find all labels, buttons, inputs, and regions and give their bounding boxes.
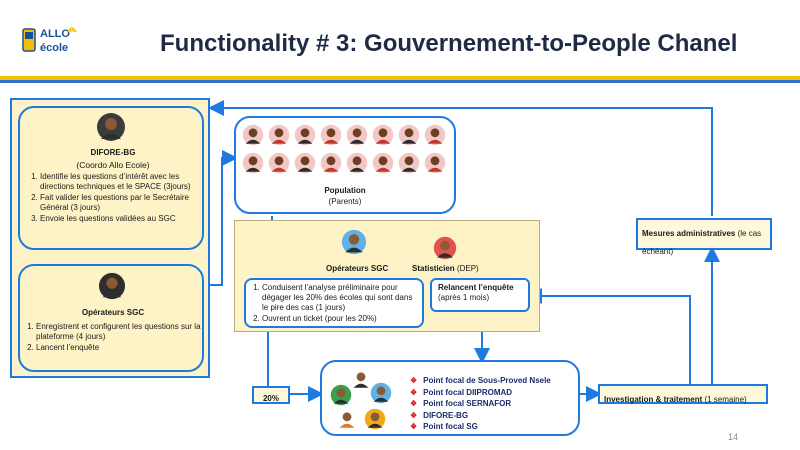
- relance-sub: (après 1 mois): [438, 293, 490, 302]
- statisticien-name: Statisticien: [412, 264, 455, 273]
- person-avatar-icon: [97, 113, 125, 141]
- difore-step: Identifie les questions d’intérêt avec l…: [40, 172, 196, 192]
- analysis-box: Conduisent l’analyse préliminaire pour d…: [244, 278, 424, 328]
- difore-step: Fait valider les questions par le Secrét…: [40, 193, 196, 213]
- relance-title: Relancent l’enquête: [438, 283, 514, 292]
- population-person-icon: [346, 152, 368, 174]
- sgc-operateurs-label: Opérateurs SGC: [326, 264, 389, 273]
- analysis-steps: Conduisent l’analyse préliminaire pour d…: [250, 283, 418, 324]
- population-avatars: [242, 124, 454, 178]
- population-person-icon: [320, 124, 342, 146]
- population-name: Population: [324, 186, 366, 195]
- operateurs-left-name: Opérateurs SGC: [81, 308, 145, 317]
- operateurs-left-step: Enregistrent et configurent les question…: [36, 322, 202, 342]
- population-person-icon: [346, 124, 368, 146]
- investigation-to-relance-arrow: [526, 288, 691, 384]
- focal-point-item: ❖Point focal SERNAFOR: [410, 399, 512, 408]
- difore-name: DIFORE-BG: [90, 148, 136, 157]
- investigation-sub: (1 semaine): [702, 395, 747, 404]
- operateurs-left-box: Opérateurs SGC Enregistrent et configure…: [18, 264, 204, 372]
- population-person-icon: [268, 124, 290, 146]
- relance-box: Relancent l’enquête (après 1 mois): [430, 278, 530, 312]
- population-sub: (Parents): [328, 197, 362, 206]
- population-person-icon: [268, 152, 290, 174]
- population-person-icon: [424, 152, 446, 174]
- population-person-icon: [294, 124, 316, 146]
- logo-line1: ALLO: [40, 28, 70, 40]
- population-person-icon: [424, 124, 446, 146]
- signal-icon: [67, 27, 77, 33]
- population-person-icon: [320, 152, 342, 174]
- population-person-icon: [242, 124, 264, 146]
- population-person-icon: [398, 152, 420, 174]
- mesures-title: Mesures administratives: [642, 229, 736, 238]
- phone-icon: [22, 28, 36, 52]
- mesures-sub: (le cas échéant): [642, 229, 762, 256]
- analysis-step: Ouvrent un ticket (pour les 20%): [262, 314, 418, 324]
- feedback-arrow: [208, 100, 713, 216]
- focal-avatar-icon: [330, 384, 352, 406]
- operateur-avatar-icon: [341, 229, 367, 255]
- focal-avatar-icon: [364, 408, 386, 430]
- percent-label: 20%: [262, 394, 279, 403]
- population-person-icon: [398, 124, 420, 146]
- focal-point-item: ❖DIFORE-BG: [410, 410, 469, 420]
- investigation-box: Investigation & traitement (1 semaine): [598, 384, 768, 404]
- operateurs-left-steps: Enregistrent et configurent les question…: [22, 322, 202, 354]
- header-band-yellow: [0, 76, 800, 80]
- focal-point-item: ❖Point focal DIIPROMAD: [410, 387, 513, 397]
- difore-steps: Identifie les questions d’intérêt avec l…: [26, 172, 196, 225]
- header-band-blue: [0, 80, 800, 83]
- difore-role: (Coordo Allo Ecole): [76, 160, 150, 170]
- focal-points-list: ❖Point focal de Sous-Proved Nsele ❖Point…: [410, 376, 580, 434]
- focal-point-item: ❖Point focal de Sous-Proved Nsele: [410, 376, 551, 385]
- population-person-icon: [294, 152, 316, 174]
- mesures-box: Mesures administratives (le cas échéant): [636, 218, 772, 256]
- analysis-step: Conduisent l’analyse préliminaire pour d…: [262, 283, 418, 313]
- statisticien-label: Statisticien (DEP): [412, 264, 479, 274]
- operateurs-left-step: Lancent l’enquête: [36, 343, 202, 353]
- focal-avatar-icon: [336, 408, 358, 430]
- person-avatar-icon: [98, 272, 126, 300]
- focal-avatar-icon: [370, 382, 392, 404]
- logo: ALLO école: [22, 22, 82, 62]
- focal-points-box: ❖Point focal de Sous-Proved Nsele ❖Point…: [320, 360, 580, 436]
- percent-box: 20%: [252, 386, 290, 404]
- population-person-icon: [372, 152, 394, 174]
- logo-line2: école: [40, 42, 69, 54]
- population-person-icon: [242, 152, 264, 174]
- statisticien-sub: (DEP): [456, 264, 479, 273]
- focal-point-item: ❖Point focal SG: [410, 422, 478, 431]
- page-number: 14: [728, 432, 739, 442]
- statisticien-avatar-icon: [433, 236, 457, 260]
- difore-box: DIFORE-BG (Coordo Allo Ecole) Identifie …: [18, 106, 204, 250]
- investigation-title: Investigation & traitement: [604, 395, 703, 404]
- page-title: Functionality # 3: Gouvernement-to-Peopl…: [160, 30, 738, 57]
- population-person-icon: [372, 124, 394, 146]
- difore-step: Envoie les questions validées au SGC: [40, 214, 196, 224]
- population-box: Population (Parents): [234, 116, 456, 214]
- focal-avatar-icon: [350, 368, 372, 390]
- left-to-population-arrow: [208, 150, 238, 286]
